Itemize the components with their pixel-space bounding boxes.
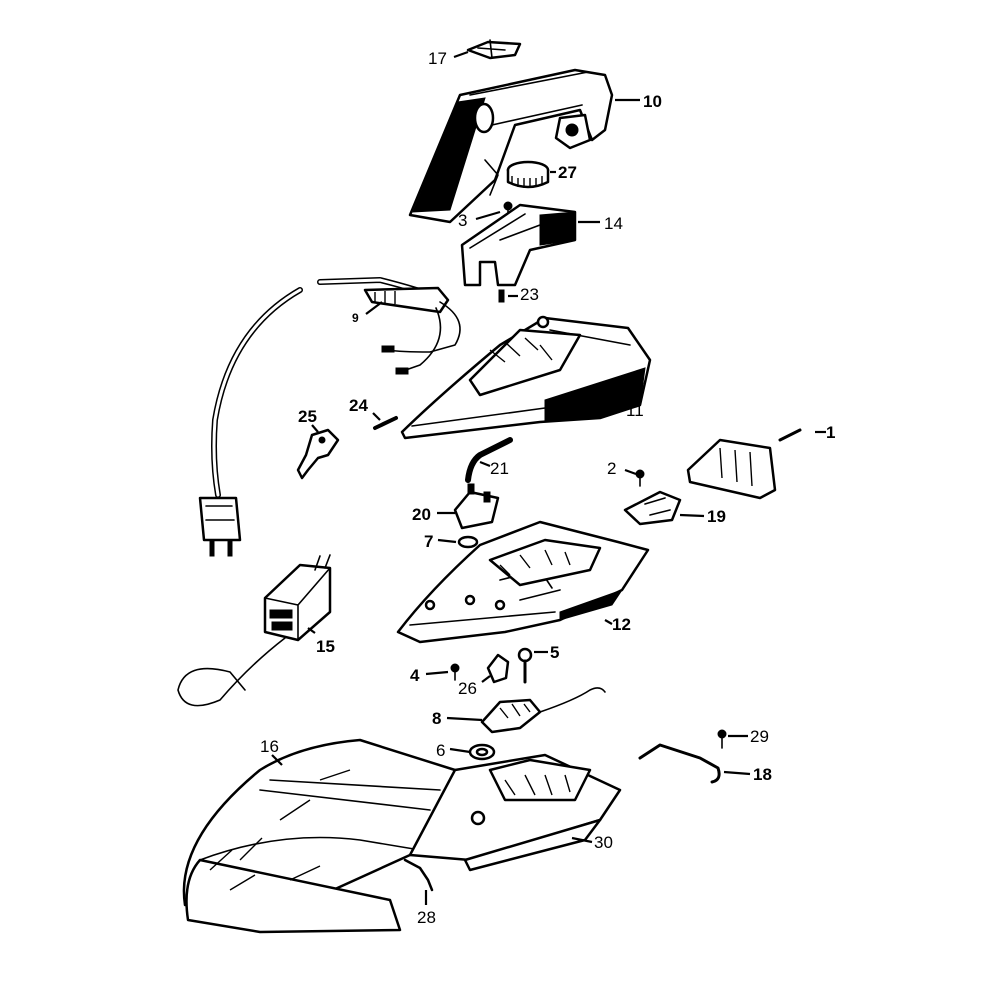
label-5: 5 bbox=[550, 643, 559, 662]
label-10: 10 bbox=[643, 92, 662, 111]
part-19-switch bbox=[623, 490, 682, 526]
label-8: 8 bbox=[432, 709, 441, 728]
label-7: 7 bbox=[424, 532, 433, 551]
part-11-cover bbox=[400, 315, 652, 440]
part-18-clip bbox=[638, 743, 721, 784]
part-4-screw bbox=[450, 663, 460, 681]
part-20-valve bbox=[453, 483, 500, 530]
part-1-screw bbox=[778, 428, 802, 442]
label-3: 3 bbox=[458, 211, 467, 230]
label-2: 2 bbox=[607, 459, 616, 478]
label-19: 19 bbox=[707, 507, 726, 526]
part-14-housing bbox=[460, 203, 577, 287]
label-4: 4 bbox=[410, 666, 420, 685]
part-labels: 17 10 27 3 14 23 9 11 24 25 21 1 2 19 20… bbox=[260, 49, 835, 927]
label-30: 30 bbox=[594, 833, 613, 852]
part-15-control bbox=[177, 554, 332, 707]
part-17-clip bbox=[466, 39, 522, 60]
part-29-screw bbox=[717, 729, 727, 749]
label-21: 21 bbox=[490, 459, 509, 478]
label-27: 27 bbox=[558, 163, 577, 182]
label-12: 12 bbox=[612, 615, 631, 634]
part-25-bracket bbox=[296, 428, 340, 480]
part-2-nut bbox=[635, 469, 645, 487]
part-5-screw bbox=[517, 647, 533, 684]
label-11: 11 bbox=[626, 401, 644, 420]
label-6: 6 bbox=[436, 741, 445, 760]
label-9: 9 bbox=[352, 311, 359, 325]
part-30-base bbox=[408, 753, 622, 872]
part-28-element bbox=[403, 858, 434, 892]
part-10-handle bbox=[408, 68, 614, 224]
part-23-pin bbox=[498, 289, 505, 303]
part-27-knob bbox=[506, 160, 550, 189]
leader-lines bbox=[271, 50, 826, 905]
part-8-thermostat bbox=[480, 687, 606, 734]
label-25: 25 bbox=[298, 407, 317, 426]
part-16-soleplate bbox=[182, 738, 457, 934]
heel-rest-bracket bbox=[686, 438, 777, 500]
part-24-spring bbox=[373, 416, 398, 430]
label-1: 1 bbox=[826, 423, 835, 442]
label-16: 16 bbox=[260, 737, 279, 756]
label-15: 15 bbox=[316, 637, 335, 656]
part-12-tank bbox=[396, 520, 650, 644]
label-29: 29 bbox=[750, 727, 769, 746]
label-18: 18 bbox=[753, 765, 772, 784]
label-28: 28 bbox=[417, 908, 436, 927]
part-21-tube bbox=[465, 437, 513, 483]
label-14: 14 bbox=[604, 214, 623, 233]
part-7-oring bbox=[457, 535, 479, 549]
label-17: 17 bbox=[428, 49, 447, 68]
label-24: 24 bbox=[349, 396, 368, 415]
label-20: 20 bbox=[412, 505, 431, 524]
part-9-cord bbox=[198, 277, 461, 557]
label-23: 23 bbox=[520, 285, 539, 304]
label-26: 26 bbox=[458, 679, 477, 698]
part-6-washer bbox=[468, 743, 496, 761]
part-26-post bbox=[486, 653, 510, 684]
